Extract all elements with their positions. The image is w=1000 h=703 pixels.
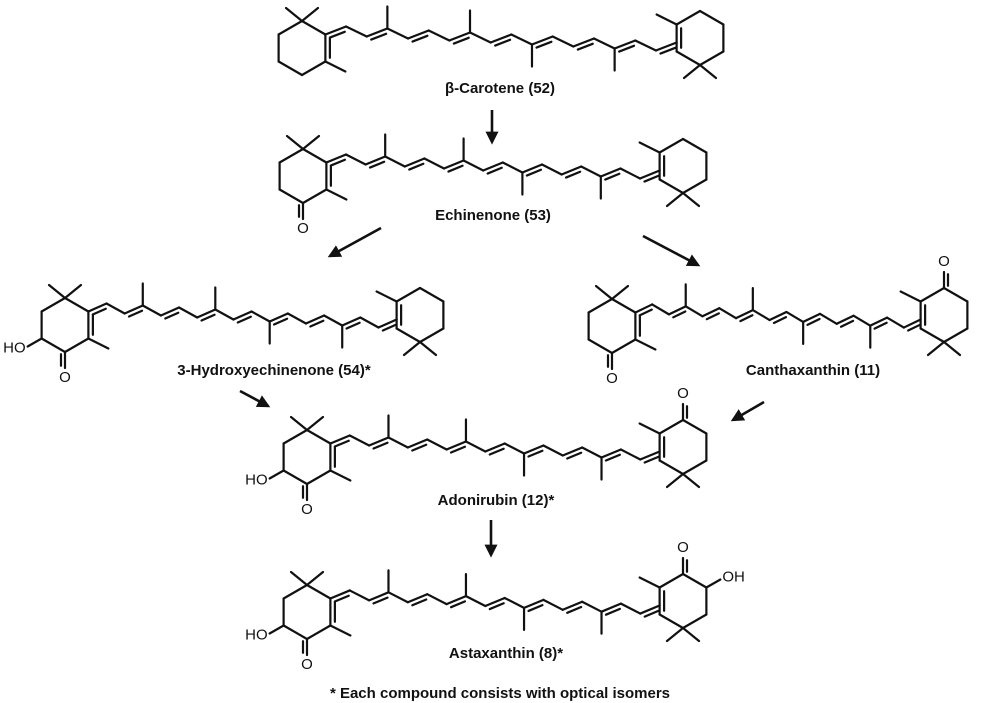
arrow-canthaxanthin-to-adonirubin bbox=[730, 400, 765, 422]
beta-carotene-label: β-Carotene (52) bbox=[445, 80, 555, 97]
arrow-echinenone-to-canthaxanthin bbox=[642, 234, 701, 267]
hydroxyechinenone-label: 3-Hydroxyechinenone (54)* bbox=[177, 362, 371, 379]
oxygen-atom: O bbox=[938, 253, 950, 270]
oxygen-atom: O bbox=[59, 369, 71, 386]
canthaxanthin-structure: OO bbox=[587, 253, 969, 387]
footnote: * Each compound consists with optical is… bbox=[330, 685, 670, 702]
adonirubin-structure: O HO O bbox=[245, 385, 708, 518]
arrow-echinenone-to-hydroxyechinenone bbox=[327, 226, 382, 258]
echinenone-structure: O bbox=[278, 133, 708, 237]
beta-carotene-structure bbox=[277, 5, 725, 80]
oxygen-atom: O bbox=[301, 656, 313, 673]
astaxanthin-structure: O HO O OH bbox=[245, 539, 745, 673]
hydroxyl-group: HO bbox=[245, 471, 268, 488]
arrow-hydroxyechinenone-to-adonirubin bbox=[239, 389, 271, 408]
hydroxyl-group: HO bbox=[245, 626, 268, 643]
oxygen-atom: O bbox=[297, 220, 309, 237]
oxygen-atom: O bbox=[606, 370, 618, 387]
adonirubin-label: Adonirubin (12)* bbox=[438, 492, 555, 509]
canthaxanthin-label: Canthaxanthin (11) bbox=[746, 362, 880, 379]
oxygen-atom: O bbox=[677, 385, 689, 402]
hydroxyechinenone-structure: O HO bbox=[3, 282, 445, 386]
oxygen-atom: O bbox=[301, 501, 313, 518]
hydroxyl-group: OH bbox=[722, 568, 745, 585]
echinenone-label: Echinenone (53) bbox=[435, 207, 551, 224]
oxygen-atom: O bbox=[677, 539, 689, 556]
astaxanthin-label: Astaxanthin (8)* bbox=[449, 645, 563, 662]
hydroxyl-group: HO bbox=[3, 339, 26, 356]
